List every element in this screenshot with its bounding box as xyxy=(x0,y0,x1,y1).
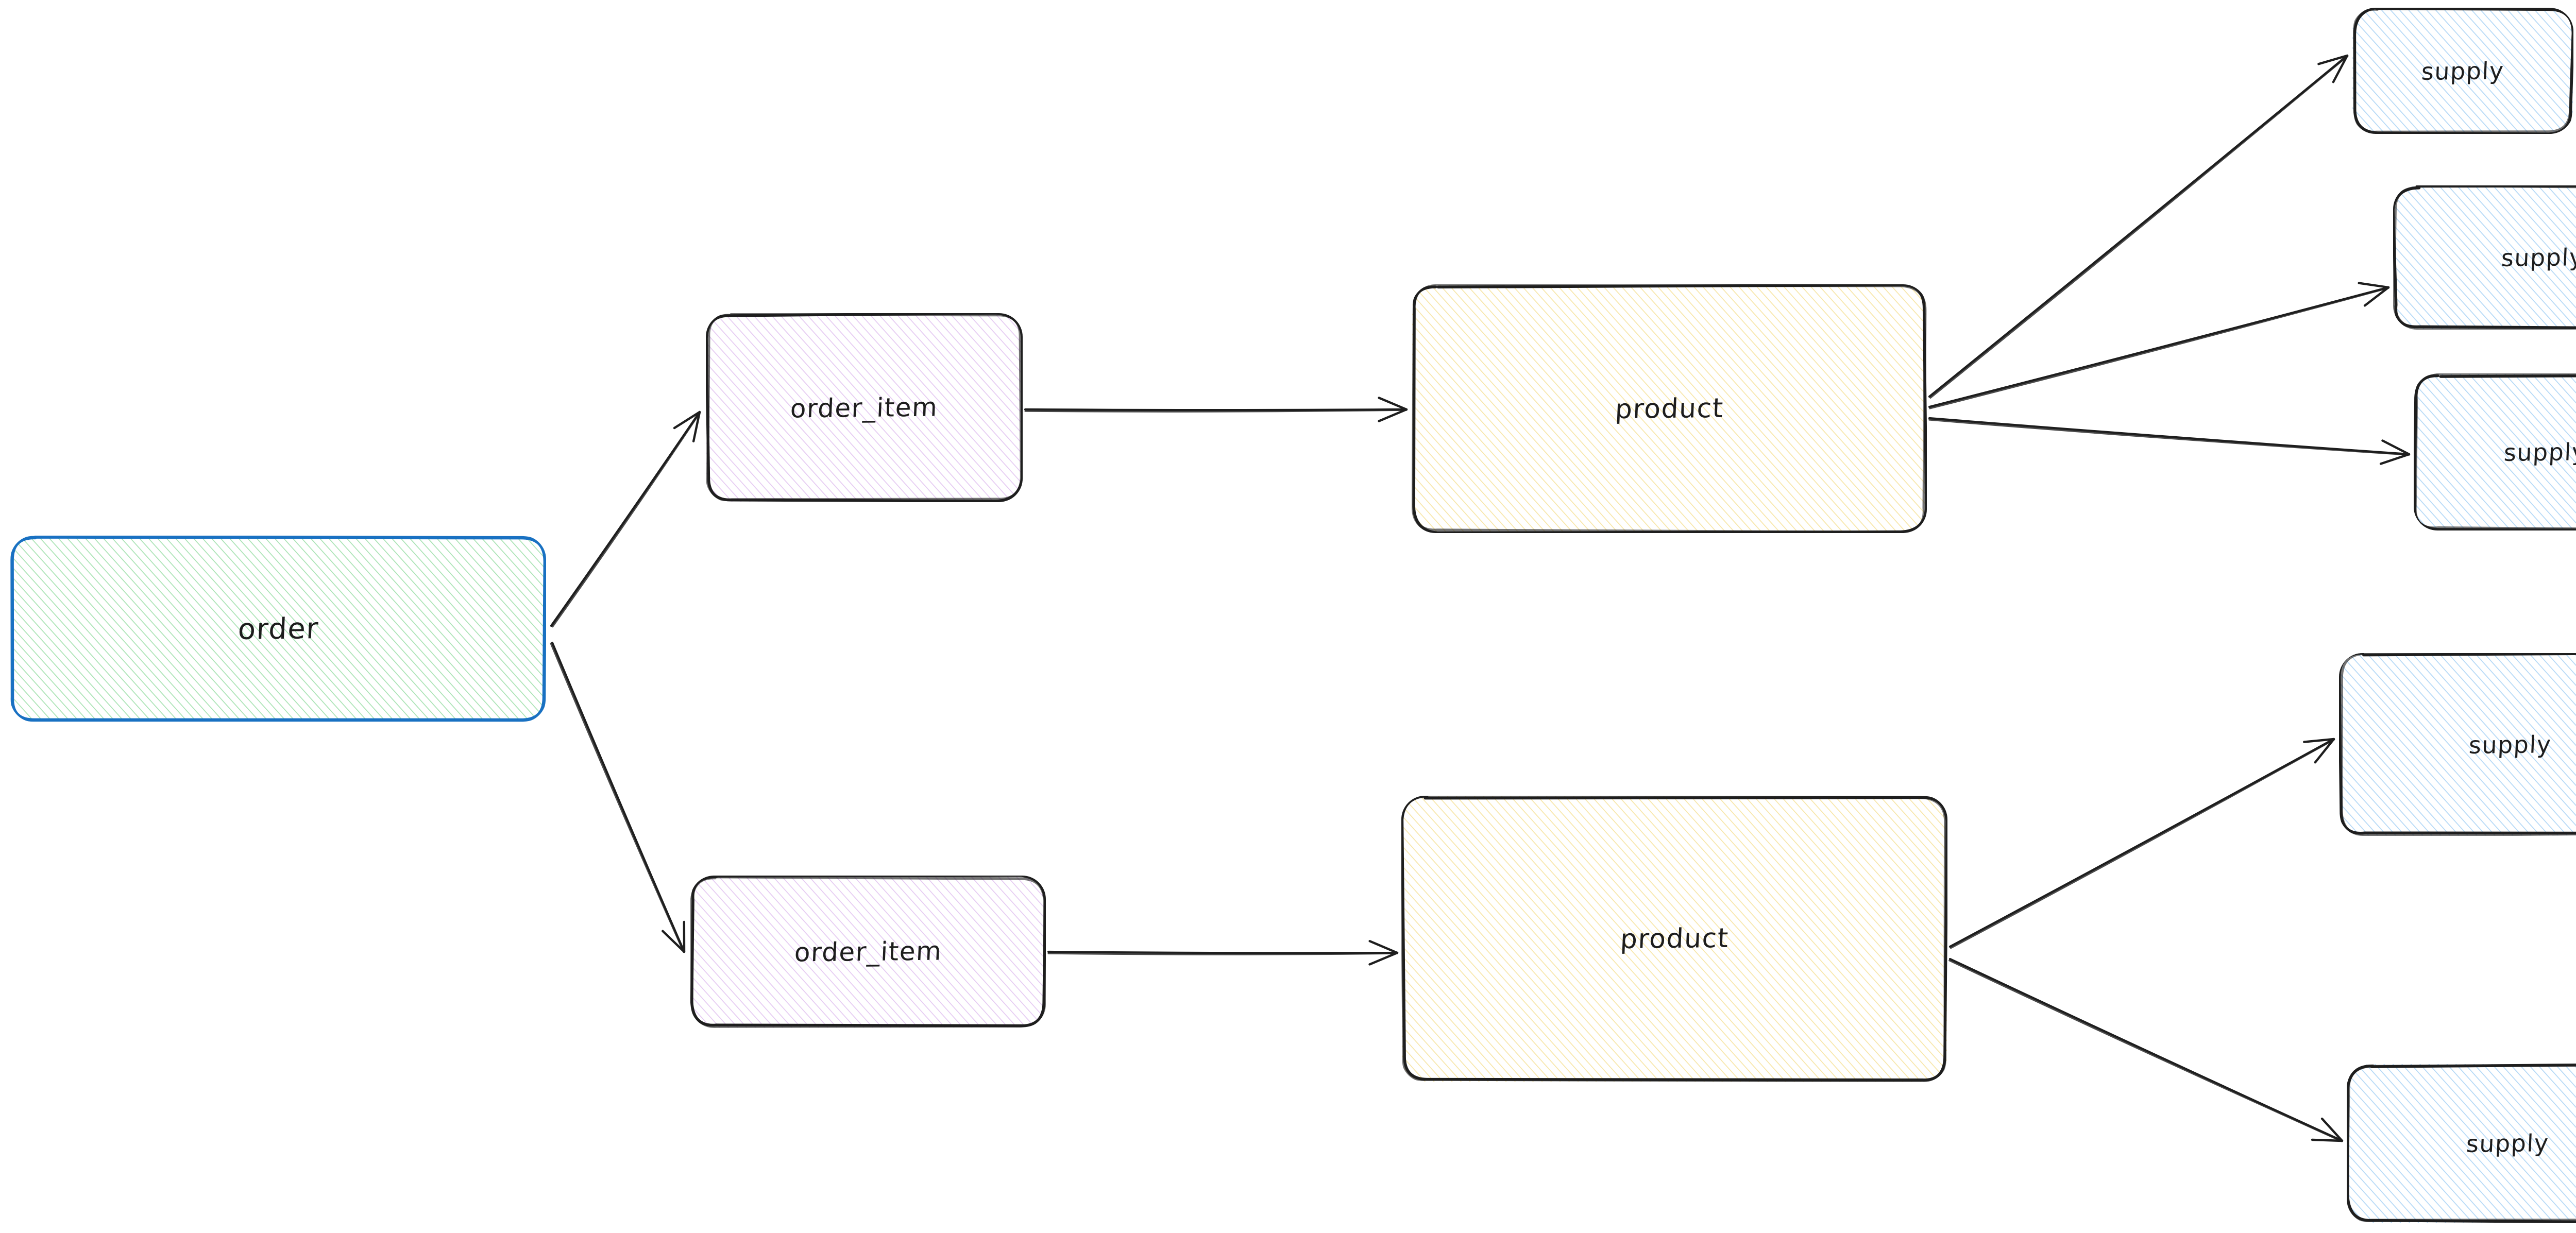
node-outline xyxy=(1401,796,1947,1082)
edge-order_item_1-to-product_1 xyxy=(1024,397,1408,422)
node-order_item_1[interactable]: order_item xyxy=(706,313,1023,502)
node-label: supply xyxy=(2466,1129,2550,1158)
node-outline xyxy=(1412,284,1927,533)
node-supply_4[interactable]: supply xyxy=(2339,653,2576,836)
node-label: product xyxy=(1614,392,1724,425)
node-outline xyxy=(2393,185,2576,330)
node-fill-hatch xyxy=(2347,1064,2576,1223)
node-label: order_item xyxy=(793,936,943,968)
node-outline xyxy=(706,313,1023,502)
node-label: order xyxy=(237,611,319,646)
edge-product_1-to-supply_3 xyxy=(1928,417,2411,465)
node-fill-hatch xyxy=(691,876,1045,1028)
node-order_item_2[interactable]: order_item xyxy=(690,876,1046,1028)
edge-product_2-to-supply_4 xyxy=(1948,738,2335,949)
edge-product_2-to-supply_5 xyxy=(1948,957,2344,1142)
node-outline xyxy=(2414,373,2576,530)
node-outline xyxy=(2353,8,2573,134)
edge-order_item_2-to-product_2 xyxy=(1047,940,1399,966)
node-label: supply xyxy=(2500,243,2576,272)
node-fill-hatch xyxy=(1402,796,1947,1082)
node-label: supply xyxy=(2468,730,2552,759)
node-fill-hatch xyxy=(11,536,546,722)
node-supply_5[interactable]: supply xyxy=(2347,1064,2576,1223)
node-supply_2[interactable]: supply xyxy=(2393,185,2576,330)
node-fill-hatch xyxy=(2352,8,2573,133)
node-label: product xyxy=(1619,922,1730,955)
node-fill-hatch xyxy=(1412,285,1926,533)
node-label: supply xyxy=(2420,56,2505,85)
node-supply_3[interactable]: supply xyxy=(2414,373,2576,530)
node-fill-hatch xyxy=(2340,654,2576,835)
node-supply_1[interactable]: supply xyxy=(2352,8,2573,134)
node-order[interactable]: order xyxy=(10,536,546,722)
node-product_2[interactable]: product xyxy=(1401,796,1947,1082)
node-outline xyxy=(2339,653,2576,836)
node-fill-hatch xyxy=(2414,374,2576,530)
node-outline xyxy=(690,876,1046,1028)
node-fill-hatch xyxy=(706,314,1022,502)
node-label: order_item xyxy=(790,392,939,423)
node-fill-hatch xyxy=(2394,186,2576,329)
edge-order-to-order_item_1 xyxy=(550,410,701,628)
edge-order-to-order_item_2 xyxy=(550,641,686,953)
node-product_1[interactable]: product xyxy=(1412,284,1927,533)
edge-product_1-to-supply_2 xyxy=(1928,282,2390,409)
node-outline xyxy=(10,536,546,722)
edge-product_1-to-supply_1 xyxy=(1928,54,2349,399)
node-label: supply xyxy=(2503,437,2576,467)
node-outline xyxy=(2347,1064,2576,1223)
